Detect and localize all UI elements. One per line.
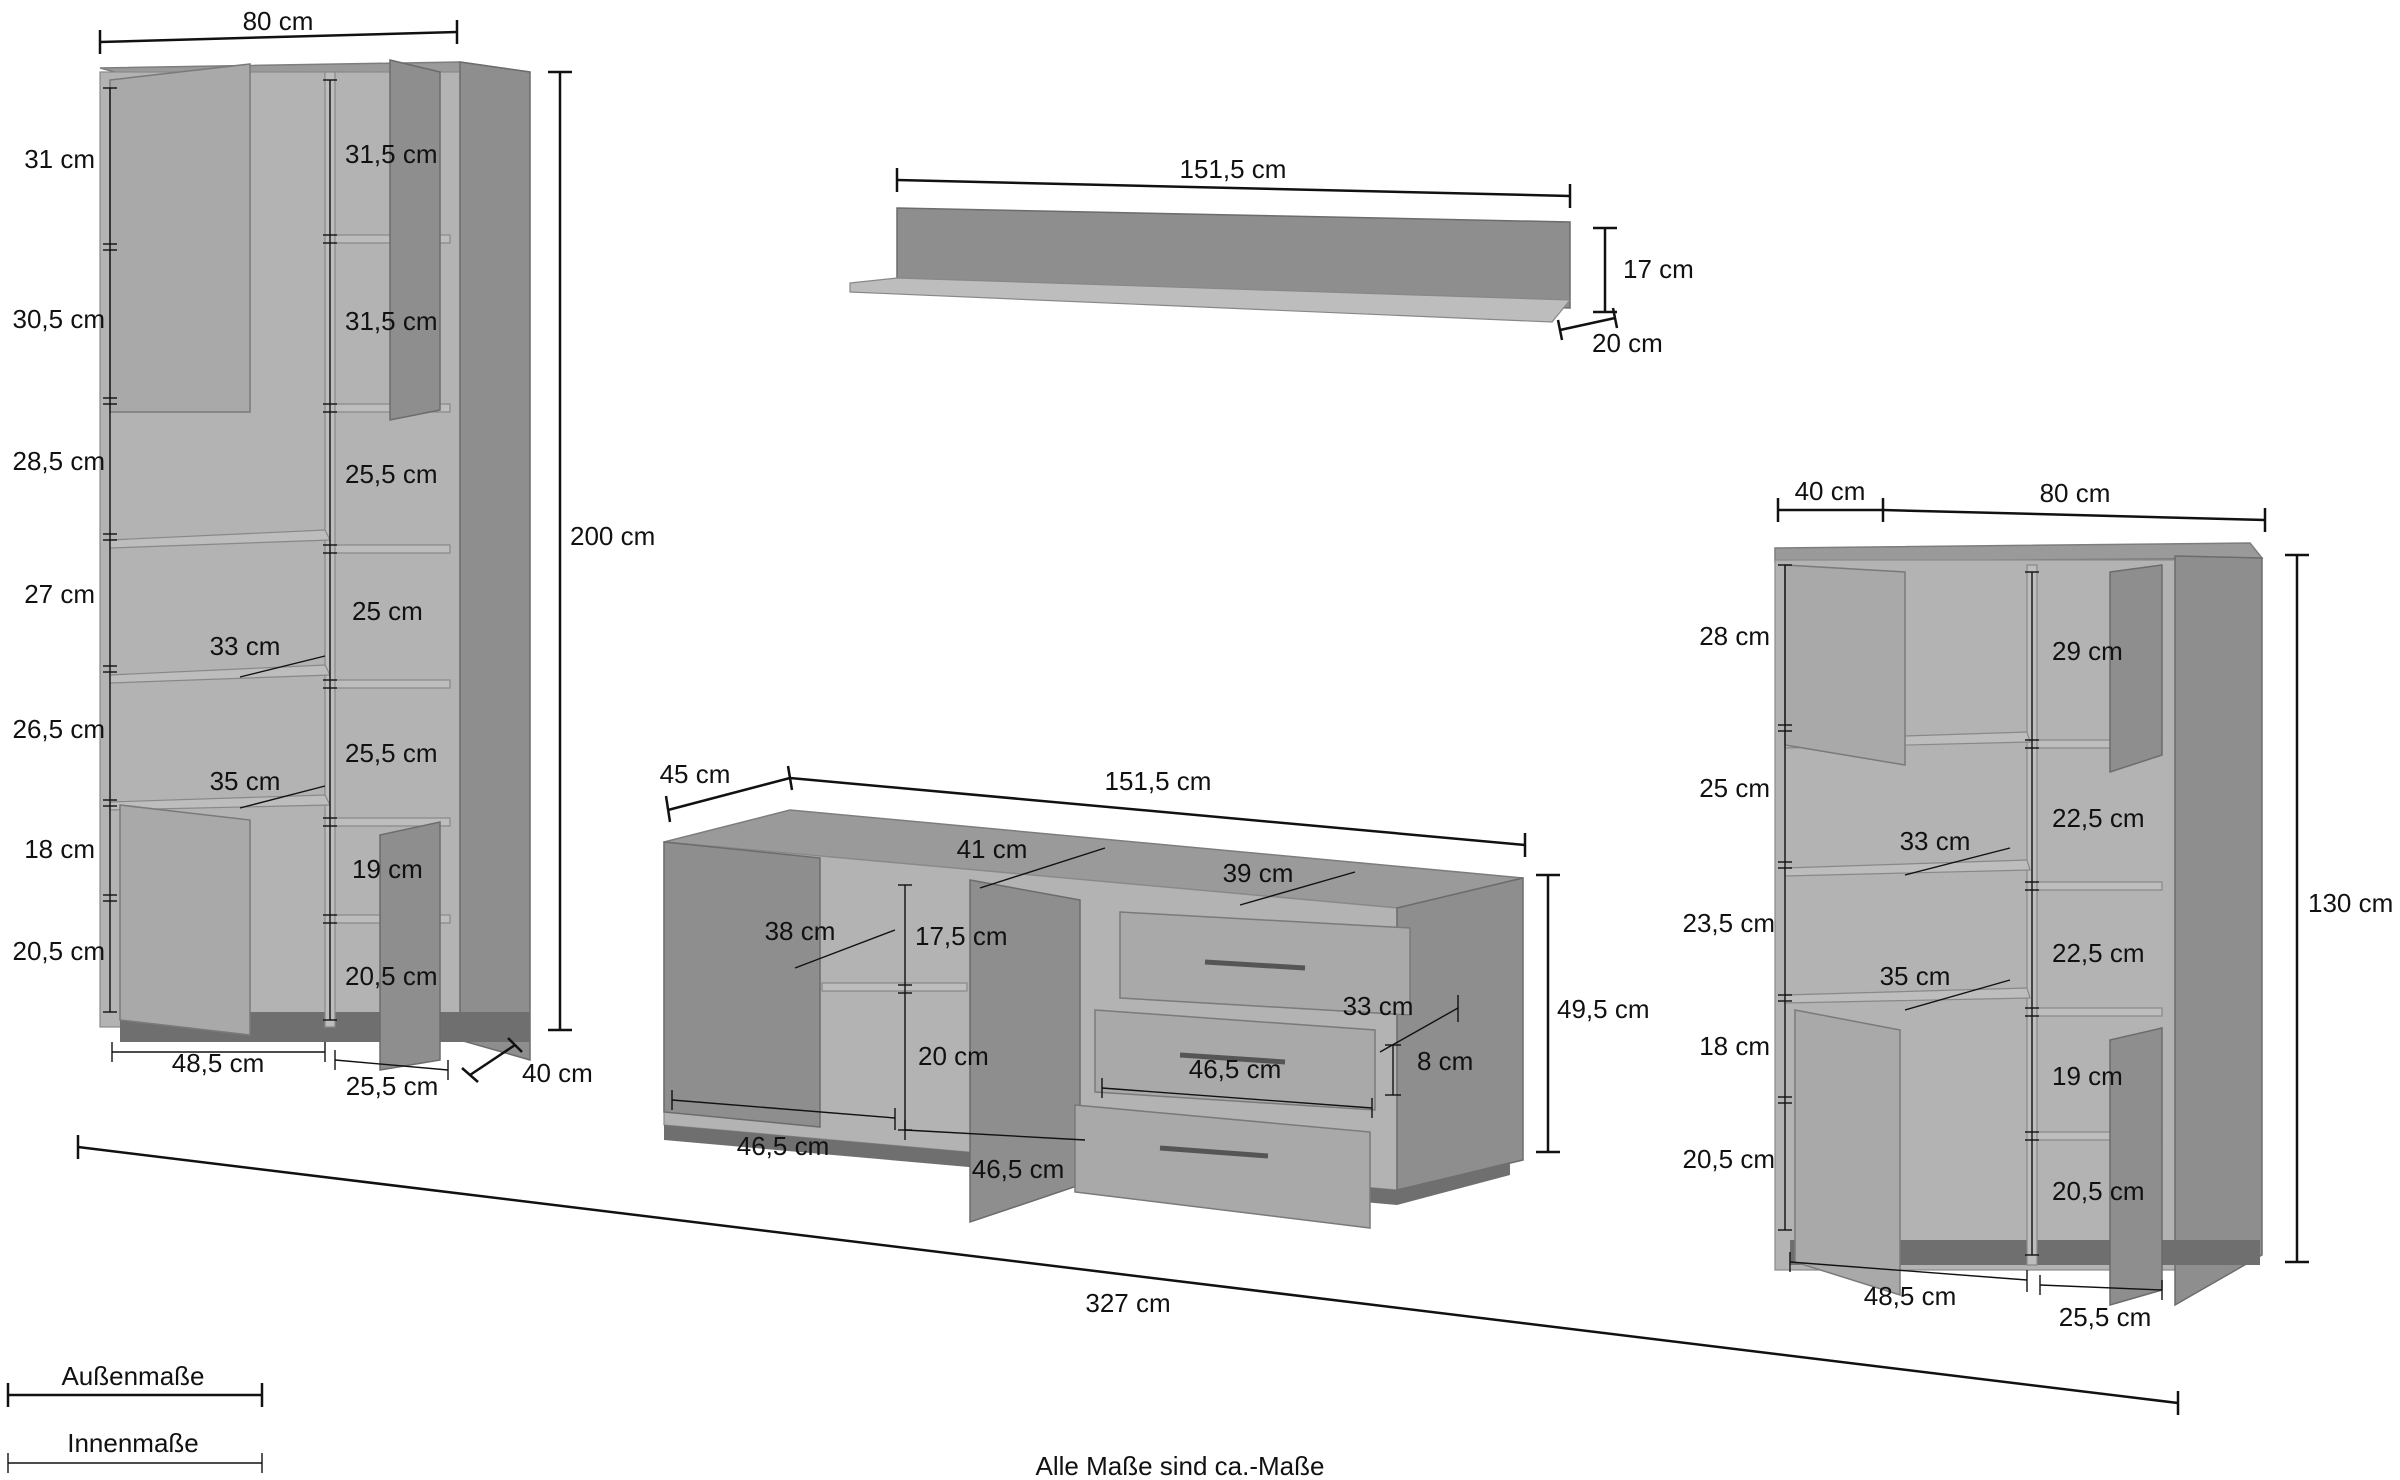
tall-left-h2: 30,5 cm [13, 304, 106, 334]
tall-right-h2: 31,5 cm [345, 306, 438, 336]
tall-right-h7: 20,5 cm [345, 961, 438, 991]
small-right-h3: 22,5 cm [2052, 938, 2145, 968]
small-cabinet-lower-left-door [1794, 1009, 1901, 1297]
sideboard-drawer-width: 46,5 cm [1189, 1054, 1282, 1084]
tall-right-h4: 25 cm [352, 596, 423, 626]
small-inner-width-left: 48,5 cm [1864, 1281, 1957, 1311]
drawer-handle [1204, 959, 1306, 971]
tall-depth-label: 40 cm [522, 1058, 593, 1088]
small-shelf [2036, 881, 2163, 891]
sideboard-inner-width-mid: 46,5 cm [972, 1154, 1065, 1184]
tall-shelf-depth-upper: 33 cm [210, 631, 281, 661]
small-left-h1: 28 cm [1699, 621, 1770, 651]
tall-shelf [334, 817, 451, 827]
shelf-depth-label: 20 cm [1592, 328, 1663, 358]
sideboard-depth-label: 45 cm [660, 759, 731, 789]
small-left-h3: 23,5 cm [1683, 908, 1776, 938]
small-width-label: 80 cm [2040, 478, 2111, 508]
small-right-h5: 20,5 cm [2052, 1176, 2145, 1206]
tall-right-h1: 31,5 cm [345, 139, 438, 169]
sideboard-width-label: 151,5 cm [1105, 766, 1212, 796]
sideboard-inner-depth-left: 41 cm [957, 834, 1028, 864]
small-cabinet [1774, 542, 2264, 1307]
small-shelf-depth-lower: 35 cm [1880, 961, 1951, 991]
overall-width-label: 327 cm [1085, 1288, 1170, 1318]
tall-left-h3: 28,5 cm [13, 446, 106, 476]
sideboard-side [1396, 877, 1524, 1191]
tall-right-h6: 19 cm [352, 854, 423, 884]
small-cabinet-dimensions: 40 cm 80 cm 130 cm 28 cm 25 cm 23,5 cm 1… [1683, 476, 2394, 1332]
tall-right-h5: 25,5 cm [345, 738, 438, 768]
sideboard-drawer-depth: 33 cm [1343, 991, 1414, 1021]
small-shelf-depth-upper: 33 cm [1900, 826, 1971, 856]
tall-cabinet-upper-right-door [389, 59, 441, 421]
tall-cabinet-dimensions: 80 cm 200 cm 40 cm 31 cm 30,5 cm 28,5 cm… [13, 6, 656, 1101]
overall-width-dimension: 327 cm [76, 1135, 2180, 1415]
sideboard-compartment-shelf [821, 982, 968, 992]
drawer-handle [1159, 1145, 1269, 1159]
small-left-h2: 25 cm [1699, 773, 1770, 803]
small-right-h2: 22,5 cm [2052, 803, 2145, 833]
sideboard-left-door [663, 841, 821, 1128]
small-depth-label: 40 cm [1795, 476, 1866, 506]
tall-cabinet-lower-left-door [119, 804, 251, 1036]
shelf-height-label: 17 cm [1623, 254, 1694, 284]
wall-shelf-dimensions: 151,5 cm 17 cm 20 cm [895, 154, 1694, 358]
legend-outer-label: Außenmaße [61, 1361, 204, 1391]
wall-shelf [849, 207, 1572, 323]
tall-left-h5: 26,5 cm [13, 714, 106, 744]
tall-shelf [334, 544, 451, 554]
small-left-h5: 20,5 cm [1683, 1144, 1776, 1174]
sideboard-inner-width-left: 46,5 cm [737, 1131, 830, 1161]
sideboard-shelf-depth: 38 cm [765, 916, 836, 946]
tall-shelf-depth-lower: 35 cm [210, 766, 281, 796]
approx-note: Alle Maße sind ca.-Maße [1036, 1451, 1325, 1480]
tall-inner-width-left: 48,5 cm [172, 1048, 265, 1078]
tall-cabinet-side-panel [459, 61, 531, 1061]
small-right-h1: 29 cm [2052, 636, 2123, 666]
sideboard-inner-depth-right: 39 cm [1223, 858, 1294, 888]
small-cabinet-upper-right-door [2109, 564, 2163, 774]
tall-cabinet-lower-right-door [379, 821, 441, 1071]
drawer-handle [1179, 1052, 1286, 1065]
sideboard-compartment-lower: 20 cm [918, 1041, 989, 1071]
small-cabinet-upper-left-door [1784, 564, 1906, 766]
small-right-h4: 19 cm [2052, 1061, 2123, 1091]
tall-left-h1: 31 cm [24, 144, 95, 174]
small-height-label: 130 cm [2308, 888, 2393, 918]
tall-cabinet [99, 59, 531, 1071]
tall-inner-width-right: 25,5 cm [346, 1071, 439, 1101]
tall-left-h7: 20,5 cm [13, 936, 106, 966]
tall-height-label: 200 cm [570, 521, 655, 551]
tall-shelf [334, 679, 451, 689]
sideboard-drawer-height: 8 cm [1417, 1046, 1473, 1076]
legend: Außenmaße Innenmaße [6, 1361, 264, 1473]
small-left-h4: 18 cm [1699, 1031, 1770, 1061]
sideboard [663, 809, 1524, 1229]
tall-right-h3: 25,5 cm [345, 459, 438, 489]
sideboard-height-label: 49,5 cm [1557, 994, 1650, 1024]
sideboard-compartment-upper: 17,5 cm [915, 921, 1008, 951]
legend-inner-label: Innenmaße [67, 1428, 199, 1458]
tall-left-h6: 18 cm [24, 834, 95, 864]
sideboard-dimensions: 45 cm 151,5 cm 49,5 cm 41 cm 39 cm 38 cm… [660, 759, 1650, 1184]
small-shelf [2036, 1007, 2163, 1017]
small-inner-width-right: 25,5 cm [2059, 1302, 2152, 1332]
shelf-width-label: 151,5 cm [1180, 154, 1287, 184]
tall-cabinet-upper-left-door [109, 63, 251, 413]
small-cabinet-side-panel [2174, 555, 2263, 1307]
wall-shelf-board [849, 277, 1572, 323]
tall-width-label: 80 cm [243, 6, 314, 36]
tall-left-h4: 27 cm [24, 579, 95, 609]
sideboard-drawer-bottom [1074, 1104, 1371, 1229]
